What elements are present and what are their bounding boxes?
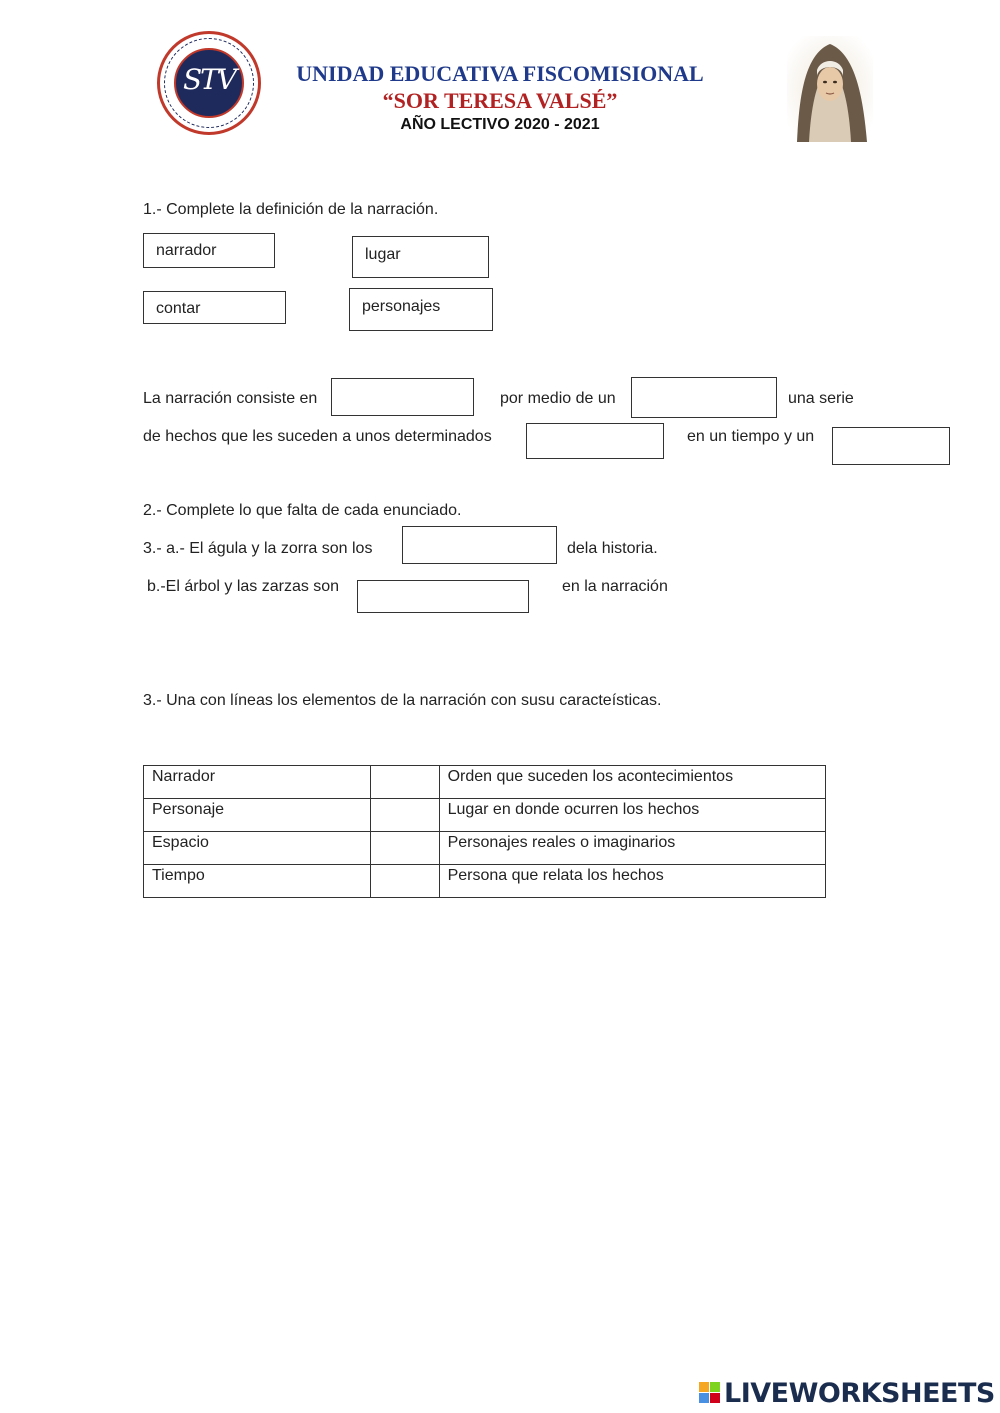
table-row: Narrador Orden que suceden los acontecim… bbox=[143, 765, 827, 799]
logo-letters: STV bbox=[182, 63, 237, 96]
brand-name: LIVEWORKSHEETS bbox=[724, 1377, 995, 1409]
definition-text-4: de hechos que les suceden a unos determi… bbox=[143, 428, 492, 445]
answer-box-2[interactable] bbox=[631, 377, 777, 418]
connector-cell[interactable] bbox=[369, 831, 440, 865]
element-cell[interactable]: Espacio bbox=[143, 831, 371, 865]
description-cell[interactable]: Orden que suceden los acontecimientos bbox=[438, 765, 827, 799]
matching-table: Narrador Orden que suceden los acontecim… bbox=[143, 765, 827, 898]
school-name-line2: “SOR TERESA VALSÉ” bbox=[382, 88, 618, 113]
answer-box-4[interactable] bbox=[832, 427, 950, 465]
answer-box-6[interactable] bbox=[357, 580, 529, 613]
table-row: Tiempo Persona que relata los hechos bbox=[143, 864, 827, 898]
liveworksheets-brand[interactable]: LIVEWORKSHEETS bbox=[699, 1377, 995, 1409]
connector-cell[interactable] bbox=[369, 798, 440, 832]
element-cell[interactable]: Tiempo bbox=[143, 864, 371, 898]
table-row: Personaje Lugar en donde ocurren los hec… bbox=[143, 798, 827, 832]
answer-box-1[interactable] bbox=[331, 378, 474, 416]
description-cell[interactable]: Lugar en donde ocurren los hechos bbox=[438, 798, 827, 832]
element-cell[interactable]: Personaje bbox=[143, 798, 371, 832]
instruction-3: 3.- Una con líneas los elementos de la n… bbox=[143, 692, 662, 709]
statement-a-end: dela historia. bbox=[567, 540, 658, 557]
answer-box-3[interactable] bbox=[526, 423, 664, 459]
word-card-label: lugar bbox=[365, 246, 401, 263]
school-year: AÑO LECTIVO 2020 - 2021 bbox=[400, 116, 600, 133]
table-row: Espacio Personajes reales o imaginarios bbox=[143, 831, 827, 865]
definition-text-3: una serie bbox=[788, 390, 854, 407]
description-cell[interactable]: Personajes reales o imaginarios bbox=[438, 831, 827, 865]
word-card-label: contar bbox=[156, 300, 201, 317]
word-card-personajes[interactable]: personajes bbox=[349, 288, 493, 331]
word-card-label: personajes bbox=[362, 298, 441, 315]
definition-text-2: por medio de un bbox=[500, 390, 616, 407]
answer-box-5[interactable] bbox=[402, 526, 557, 564]
portrait-image bbox=[787, 36, 873, 142]
definition-text-5: en un tiempo y un bbox=[687, 428, 815, 445]
instruction-1: 1.- Complete la definición de la narraci… bbox=[143, 201, 439, 218]
logo-ring bbox=[164, 38, 254, 128]
logo-emblem: STV bbox=[174, 48, 244, 118]
word-card-narrador[interactable]: narrador bbox=[143, 233, 275, 268]
instruction-2: 2.- Complete lo que falta de cada enunci… bbox=[143, 502, 462, 519]
element-cell[interactable]: Narrador bbox=[143, 765, 371, 799]
school-name-line1: UNIDAD EDUCATIVA FISCOMISIONAL bbox=[296, 61, 704, 86]
connector-cell[interactable] bbox=[369, 864, 440, 898]
word-card-contar[interactable]: contar bbox=[143, 291, 286, 324]
description-cell[interactable]: Persona que relata los hechos bbox=[438, 864, 827, 898]
statement-a-text: 3.- a.- El águla y la zorra son los bbox=[143, 540, 373, 557]
word-card-lugar[interactable]: lugar bbox=[352, 236, 489, 278]
brand-logo-icon bbox=[699, 1382, 721, 1404]
word-card-label: narrador bbox=[156, 242, 217, 259]
statement-b-end: en la narración bbox=[562, 578, 668, 595]
statement-b-text: b.-El árbol y las zarzas son bbox=[147, 578, 340, 595]
definition-text-1: La narración consiste en bbox=[143, 390, 318, 407]
connector-cell[interactable] bbox=[369, 765, 440, 799]
school-logo: STV bbox=[157, 31, 261, 135]
